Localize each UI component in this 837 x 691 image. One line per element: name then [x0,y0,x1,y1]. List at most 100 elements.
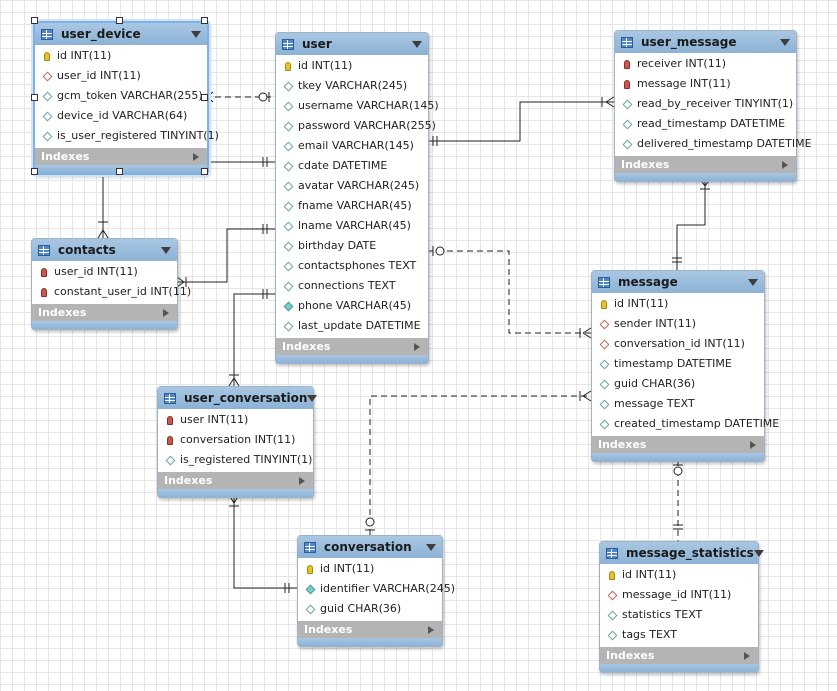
column-row[interactable]: conversation_id INT(11) [592,334,764,354]
table-user-conversation[interactable]: user_conversation user INT(11) conversat… [157,386,318,498]
table-header[interactable]: user_device [35,23,207,45]
chevron-down-icon[interactable] [191,30,201,38]
column-row[interactable]: email VARCHAR(145) [276,136,428,156]
diamond-icon [621,139,633,149]
table-header[interactable]: user_conversation [158,387,318,409]
indexes-bar[interactable]: Indexes [32,304,177,321]
column-row[interactable]: last_update DATETIME [276,316,428,336]
column-row[interactable]: contactsphones TEXT [276,256,428,276]
indexes-bar[interactable]: Indexes [298,621,442,638]
resize-handle[interactable] [31,17,38,24]
column-row[interactable]: guid CHAR(36) [298,599,442,619]
column-row[interactable]: statistics TEXT [600,605,758,625]
column-row[interactable]: is_registered TINYINT(1) [158,450,313,470]
table-icon [282,38,294,50]
chevron-down-icon[interactable] [161,246,171,254]
column-row[interactable]: sender INT(11) [592,314,764,334]
column-row[interactable]: gcm_token VARCHAR(255) [35,86,207,106]
table-header[interactable]: message [592,271,764,293]
column-row[interactable]: created_timestamp DATETIME [592,414,779,434]
table-message-statistics[interactable]: message_statistics id INT(11) message_id… [599,541,764,673]
column-list: id INT(11) sender INT(11) conversation_i… [592,293,779,436]
column-row[interactable]: id INT(11) [35,46,207,66]
resize-handle[interactable] [201,94,208,101]
column-row[interactable]: id INT(11) [592,294,764,314]
resize-handle[interactable] [31,94,38,101]
column-row[interactable]: phone VARCHAR(45) [276,296,428,316]
arrow-right-icon[interactable] [744,651,750,660]
indexes-bar[interactable]: Indexes [615,156,796,173]
column-row[interactable]: is_user_registered TINYINT(1) [35,126,219,146]
column-row[interactable]: timestamp DATETIME [592,354,764,374]
column-row[interactable]: user INT(11) [158,410,313,430]
column-row[interactable]: tkey VARCHAR(245) [276,76,428,96]
column-row[interactable]: guid CHAR(36) [592,374,764,394]
column-row[interactable]: user_id INT(11) [32,262,177,282]
chevron-down-icon[interactable] [748,278,758,286]
table-user-device[interactable]: user_device id INT(11) user_id INT(11) g… [33,21,219,175]
table-message[interactable]: message id INT(11) sender INT(11) conver… [591,270,779,462]
table-header[interactable]: user [276,33,428,55]
column-row[interactable]: read_timestamp DATETIME [615,114,796,134]
column-row[interactable]: message INT(11) [615,74,796,94]
table-header[interactable]: contacts [32,239,177,261]
indexes-bar[interactable]: Indexes [35,148,207,165]
column-row[interactable]: delivered_timestamp DATETIME [615,134,812,154]
column-row[interactable]: lname VARCHAR(45) [276,216,428,236]
column-row[interactable]: conversation INT(11) [158,430,313,450]
column-row[interactable]: id INT(11) [276,56,428,76]
resize-handle[interactable] [201,168,208,175]
arrow-right-icon[interactable] [193,152,199,161]
chevron-down-icon[interactable] [780,38,790,46]
indexes-bar[interactable]: Indexes [276,338,428,355]
indexes-bar[interactable]: Indexes [158,472,313,489]
column-row[interactable]: identifier VARCHAR(245) [298,579,455,599]
column-row[interactable]: receiver INT(11) [615,54,796,74]
arrow-right-icon[interactable] [414,342,420,351]
table-header[interactable]: message_statistics [600,542,764,564]
column-row[interactable]: fname VARCHAR(45) [276,196,428,216]
indexes-bar[interactable]: Indexes [600,647,758,664]
column-row[interactable]: connections TEXT [276,276,428,296]
chevron-down-icon[interactable] [412,40,422,48]
chevron-down-icon[interactable] [307,394,318,402]
column-row[interactable]: password VARCHAR(255) [276,116,436,136]
resize-handle[interactable] [31,168,38,175]
resize-handle[interactable] [116,17,123,24]
column-row[interactable]: birthday DATE [276,236,428,256]
column-row[interactable]: tags TEXT [600,625,758,645]
arrow-right-icon[interactable] [428,625,434,634]
table-conversation[interactable]: conversation id INT(11) identifier VARCH… [297,535,455,647]
column-row[interactable]: constant_user_id INT(11) [32,282,191,302]
resize-handle[interactable] [201,17,208,24]
column-row[interactable]: id INT(11) [600,565,758,585]
chevron-down-icon[interactable] [753,549,764,557]
column-row[interactable]: username VARCHAR(145) [276,96,439,116]
column-row[interactable]: message TEXT [592,394,764,414]
arrow-right-icon[interactable] [299,476,305,485]
table-user[interactable]: user id INT(11) tkey VARCHAR(245) userna… [275,32,439,364]
table-header[interactable]: user_message [615,31,796,53]
chevron-down-icon[interactable] [426,543,436,551]
column-row[interactable]: id INT(11) [298,559,442,579]
column-row[interactable]: cdate DATETIME [276,156,428,176]
red-key-icon [621,59,633,69]
arrow-right-icon[interactable] [163,308,169,317]
column-row[interactable]: device_id VARCHAR(64) [35,106,207,126]
column-list: id INT(11) identifier VARCHAR(245) guid … [298,558,455,621]
column-row[interactable]: message_id INT(11) [600,585,758,605]
column-row[interactable]: user_id INT(11) [35,66,207,86]
column-row[interactable]: avatar VARCHAR(245) [276,176,428,196]
table-contacts[interactable]: contacts user_id INT(11) constant_user_i… [31,238,191,330]
table-header[interactable]: conversation [298,536,442,558]
indexes-label: Indexes [164,474,213,487]
table-name: user_device [61,27,141,41]
arrow-right-icon[interactable] [750,440,756,449]
resize-handle[interactable] [116,168,123,175]
arrow-right-icon[interactable] [782,160,788,169]
column-row[interactable]: read_by_receiver TINYINT(1) [615,94,796,114]
rel-user-contacts [177,228,275,283]
column-label: birthday DATE [298,239,377,252]
indexes-bar[interactable]: Indexes [592,436,764,453]
table-user-message[interactable]: user_message receiver INT(11) message IN… [614,30,812,182]
